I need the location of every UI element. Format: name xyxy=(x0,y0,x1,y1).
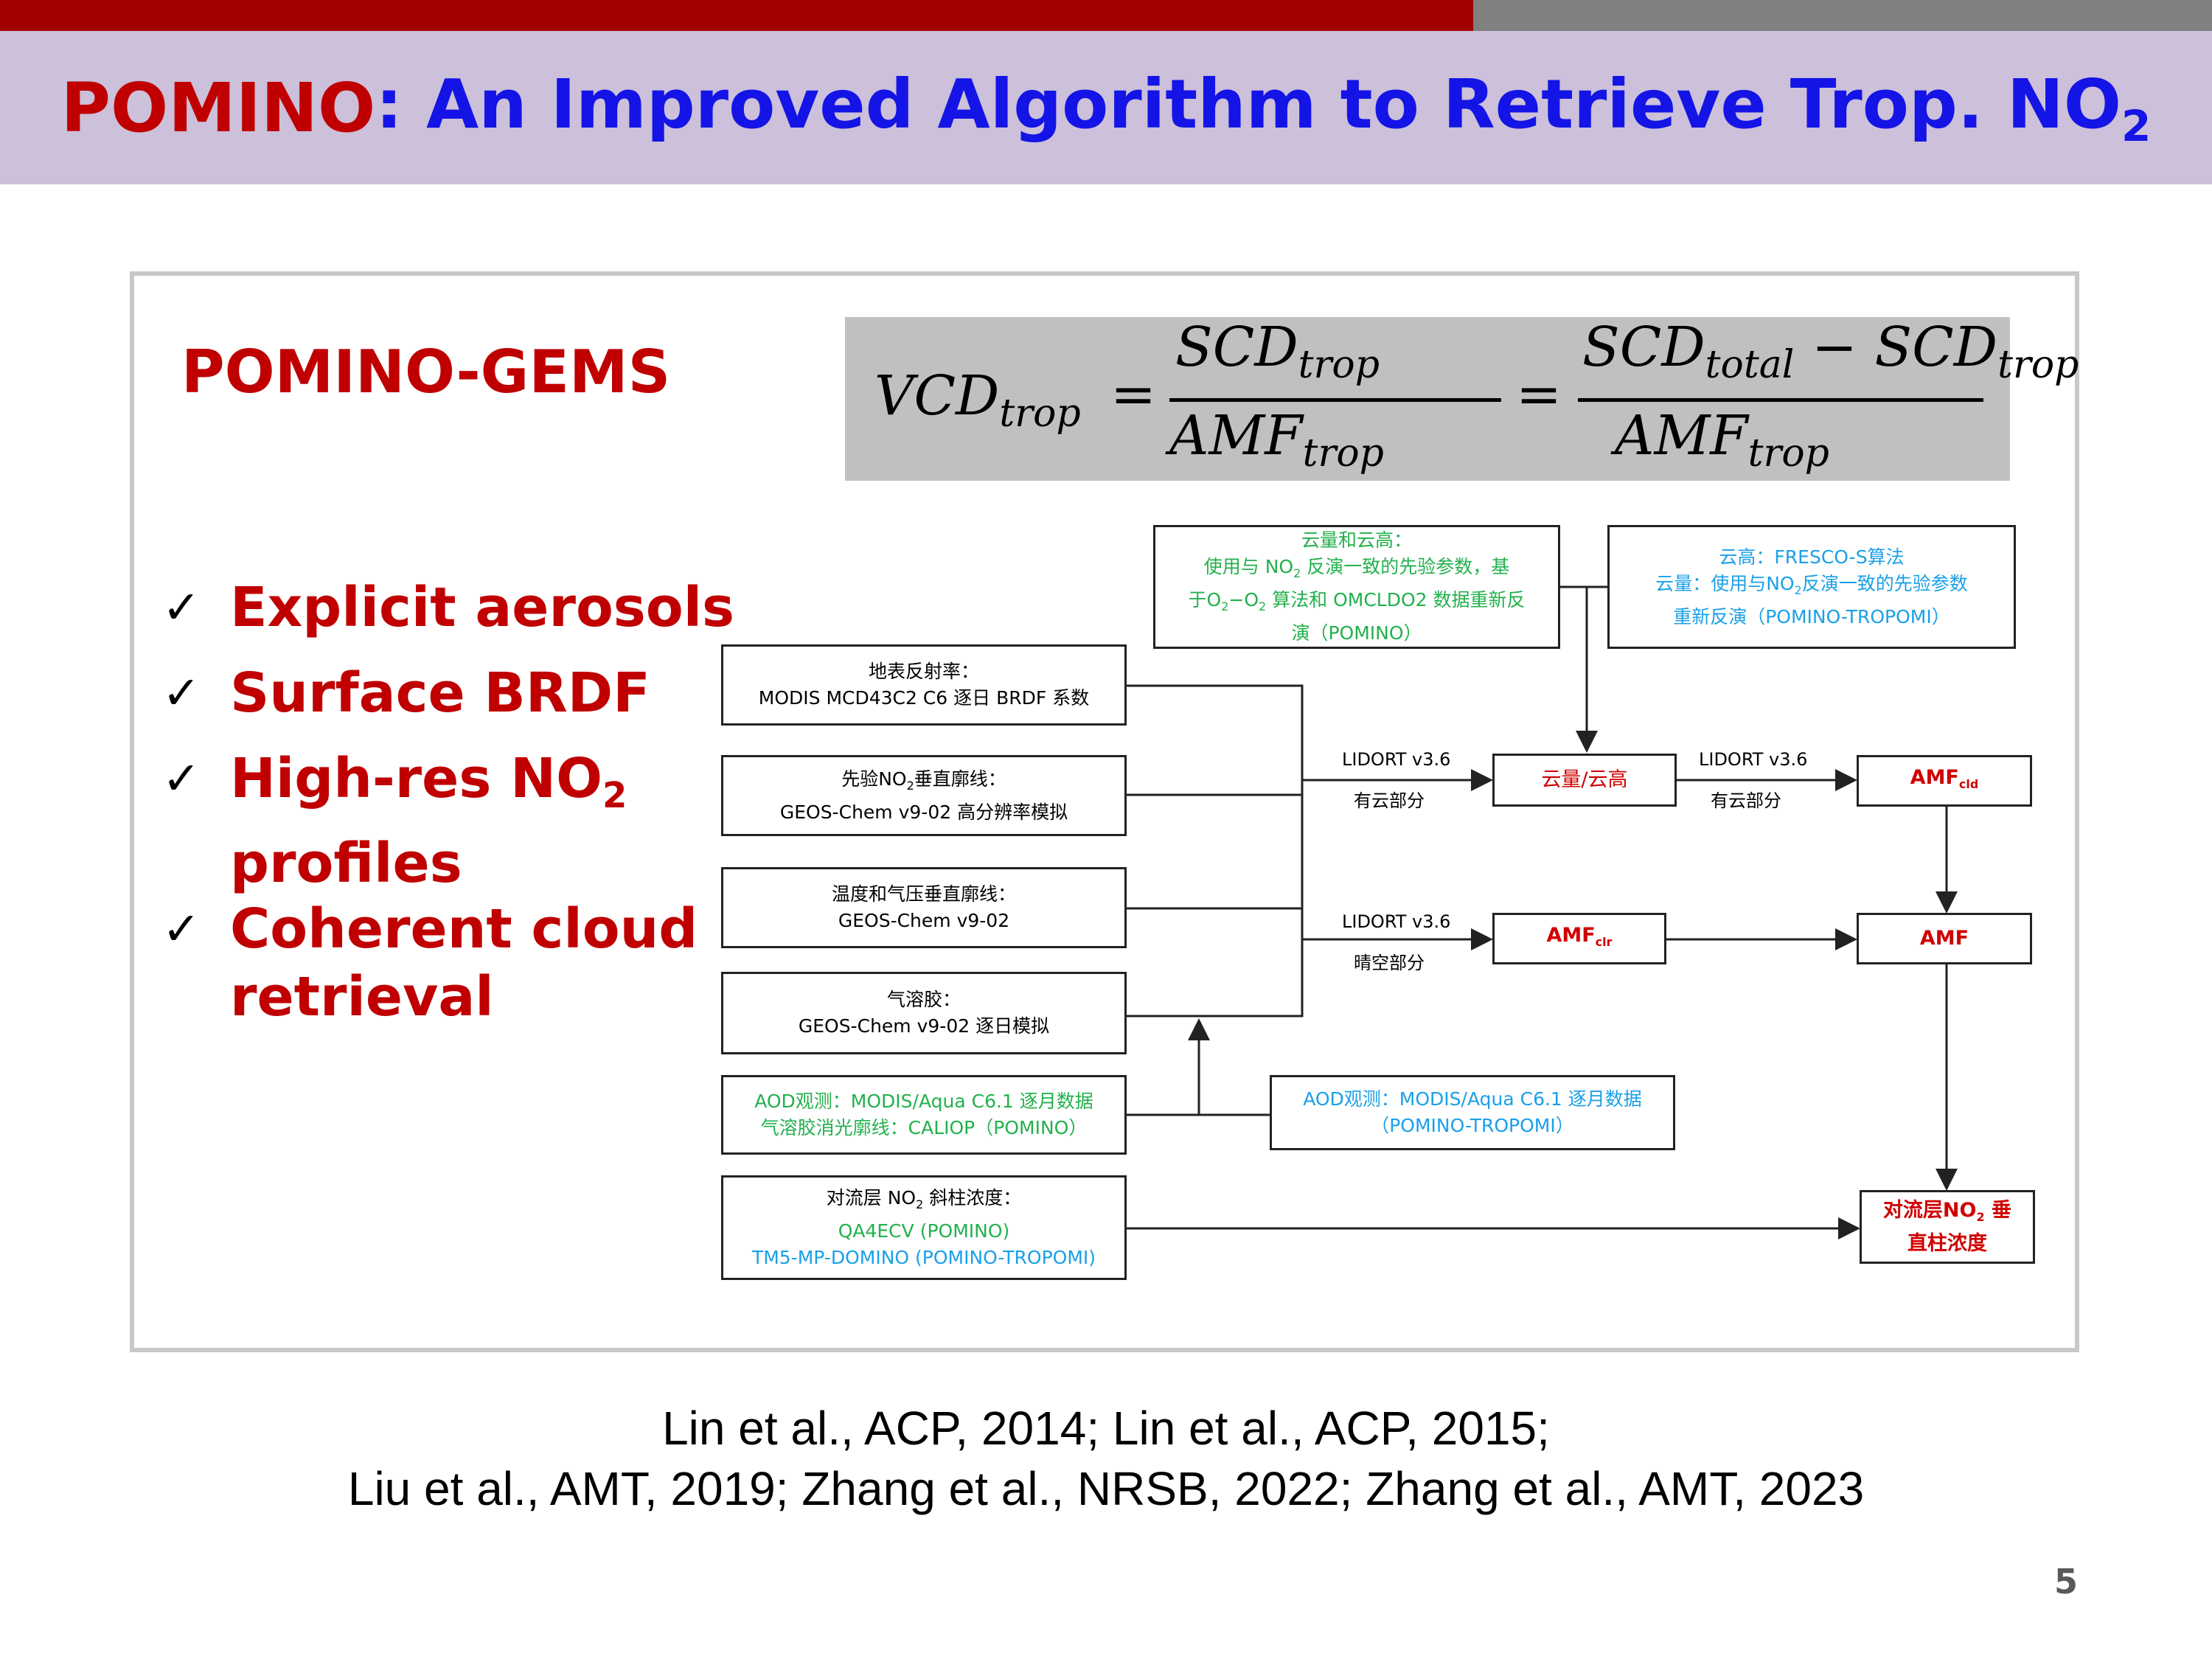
cloud-node-box: 云量/云高 xyxy=(1492,754,1677,807)
box-line: 云量/云高 xyxy=(1541,768,1628,791)
feature-text-main: High-res NO xyxy=(230,747,602,810)
lidort-label: LIDORT v3.6 xyxy=(1342,749,1451,770)
fraction-bar xyxy=(1169,398,1501,402)
feature-text-line2: retrieval xyxy=(230,965,494,1029)
feature-text: Surface BRDF xyxy=(230,661,650,725)
lidort-label: LIDORT v3.6 xyxy=(1342,911,1451,932)
box-line: 直柱浓度 xyxy=(1907,1231,1987,1255)
box-line: GEOS-Chem v9-02 xyxy=(838,910,1010,931)
amf-box: AMF xyxy=(1857,913,2032,964)
slant-column-box: 对流层 NO2 斜柱浓度： QA4ECV (POMINO) TM5-MP-DOM… xyxy=(721,1175,1127,1280)
box-line: 于O2−O2 算法和 OMCLDO2 数据重新反 xyxy=(1188,589,1526,613)
formula-equals: = xyxy=(1516,363,1562,426)
box-line: TM5-MP-DOMINO (POMINO-TROPOMI) xyxy=(751,1246,1096,1268)
no2-profile-box: 先验NO2垂直廓线： GEOS-Chem v9-02 高分辨率模拟 xyxy=(721,755,1127,836)
vcd-formula: VCDtrop = SCDtrop AMFtrop = SCDtotal − S… xyxy=(845,316,2079,481)
box-line: 温度和气压垂直廓线： xyxy=(831,883,1016,905)
formula-lhs: VCDtrop xyxy=(874,364,1081,436)
aod-tropomi-box: AOD观测：MODIS/Aqua C6.1 逐月数据 （POMINO-TROPO… xyxy=(1270,1075,1675,1150)
title-main: : An Improved Algorithm to Retrieve Trop… xyxy=(375,64,2122,144)
box-line: 演（POMINO） xyxy=(1291,622,1422,644)
page-number: 5 xyxy=(2054,1562,2079,1601)
box-line: AMFclr xyxy=(1546,923,1613,949)
box-line: 对流层NO2 垂 xyxy=(1882,1198,2012,1224)
formula-den2: AMFtrop xyxy=(1615,404,1829,476)
check-icon: ✓ xyxy=(162,666,201,720)
top-accent-bar-red xyxy=(0,0,1473,31)
feature-text: Explicit aerosols xyxy=(230,576,735,639)
aod-pomino-box: AOD观测：MODIS/Aqua C6.1 逐月数据 气溶胶消光廓线：CALIO… xyxy=(721,1075,1127,1155)
cloud-tropomi-box: 云高：FRESCO-S算法 云量：使用与NO2反演一致的先验参数 重新反演（PO… xyxy=(1607,525,2016,649)
check-icon: ✓ xyxy=(162,751,201,805)
box-line: 气溶胶： xyxy=(886,989,961,1010)
vcd-output-box: 对流层NO2 垂 直柱浓度 xyxy=(1860,1190,2035,1264)
feature-text-sub: 2 xyxy=(602,775,627,816)
content-frame xyxy=(130,271,2079,1352)
fraction-bar xyxy=(1578,398,1983,402)
temp-pressure-box: 温度和气压垂直廓线： GEOS-Chem v9-02 xyxy=(721,867,1127,948)
box-line: AOD观测：MODIS/Aqua C6.1 逐月数据 xyxy=(754,1091,1093,1112)
title-subscript: 2 xyxy=(2121,100,2152,151)
box-line: 先验NO2垂直廓线： xyxy=(841,768,1006,793)
surface-reflectance-box: 地表反射率： MODIS MCD43C2 C6 逐日 BRDF 系数 xyxy=(721,644,1127,726)
amf-cld-box: AMFcld xyxy=(1857,755,2032,807)
box-line: GEOS-Chem v9-02 高分辨率模拟 xyxy=(779,801,1068,823)
subtitle: POMINO-GEMS xyxy=(181,338,671,406)
feature-text: High-res NO2 profiles xyxy=(230,745,627,897)
aerosol-box: 气溶胶： GEOS-Chem v9-02 逐日模拟 xyxy=(721,972,1127,1054)
cloudy-part-label: 有云部分 xyxy=(1354,790,1425,811)
box-line: 重新反演（POMINO-TROPOMI） xyxy=(1673,605,1950,627)
slide-title: POMINO: An Improved Algorithm to Retriev… xyxy=(0,31,2212,184)
box-line: 云高：FRESCO-S算法 xyxy=(1719,546,1905,568)
cloudy-part-label: 有云部分 xyxy=(1711,790,1781,811)
title-band xyxy=(0,31,2212,184)
box-line: 气溶胶消光廓线：CALIOP（POMINO） xyxy=(760,1117,1088,1138)
box-line: MODIS MCD43C2 C6 逐日 BRDF 系数 xyxy=(758,687,1090,709)
box-line: GEOS-Chem v9-02 逐日模拟 xyxy=(798,1015,1050,1037)
amf-clr-box: AMFclr xyxy=(1492,913,1666,964)
cloud-pomino-box: 云量和云高： 使用与 NO2 反演一致的先验参数，基 于O2−O2 算法和 OM… xyxy=(1153,525,1560,649)
check-icon: ✓ xyxy=(162,580,201,634)
top-accent-bar-gray xyxy=(1473,0,2212,31)
check-icon: ✓ xyxy=(162,902,201,956)
citation-line: Liu et al., AMT, 2019; Zhang et al., NRS… xyxy=(347,1462,1865,1515)
box-line: 使用与 NO2 反演一致的先验参数，基 xyxy=(1203,556,1510,580)
box-line: 地表反射率： xyxy=(868,661,979,682)
formula-den1: AMFtrop xyxy=(1169,404,1384,476)
feature-text-main: Coherent cloud xyxy=(230,897,698,961)
box-line: AMF xyxy=(1919,927,1969,950)
feature-text-line2: profiles xyxy=(230,832,462,895)
box-line: AOD观测：MODIS/Aqua C6.1 逐月数据 xyxy=(1303,1088,1642,1110)
formula-num1: SCDtrop xyxy=(1175,316,1380,387)
box-line: QA4ECV (POMINO) xyxy=(838,1220,1010,1242)
title-text: : An Improved Algorithm to Retrieve Trop… xyxy=(375,65,2151,151)
formula-equals: = xyxy=(1110,363,1157,426)
title-acronym: POMINO xyxy=(60,68,376,147)
formula-num2: SCDtotal − SCDtrop xyxy=(1582,316,2079,387)
box-line: 云量和云高： xyxy=(1301,529,1412,551)
box-line: 对流层 NO2 斜柱浓度： xyxy=(826,1186,1022,1211)
citation-line: Lin et al., ACP, 2014; Lin et al., ACP, … xyxy=(662,1402,1550,1455)
box-line: AMFcld xyxy=(1910,765,1979,791)
clear-part-label: 晴空部分 xyxy=(1354,953,1425,973)
box-line: （POMINO-TROPOMI） xyxy=(1371,1115,1574,1136)
lidort-label: LIDORT v3.6 xyxy=(1699,749,1808,770)
box-line: 云量：使用与NO2反演一致的先验参数 xyxy=(1655,572,1968,597)
